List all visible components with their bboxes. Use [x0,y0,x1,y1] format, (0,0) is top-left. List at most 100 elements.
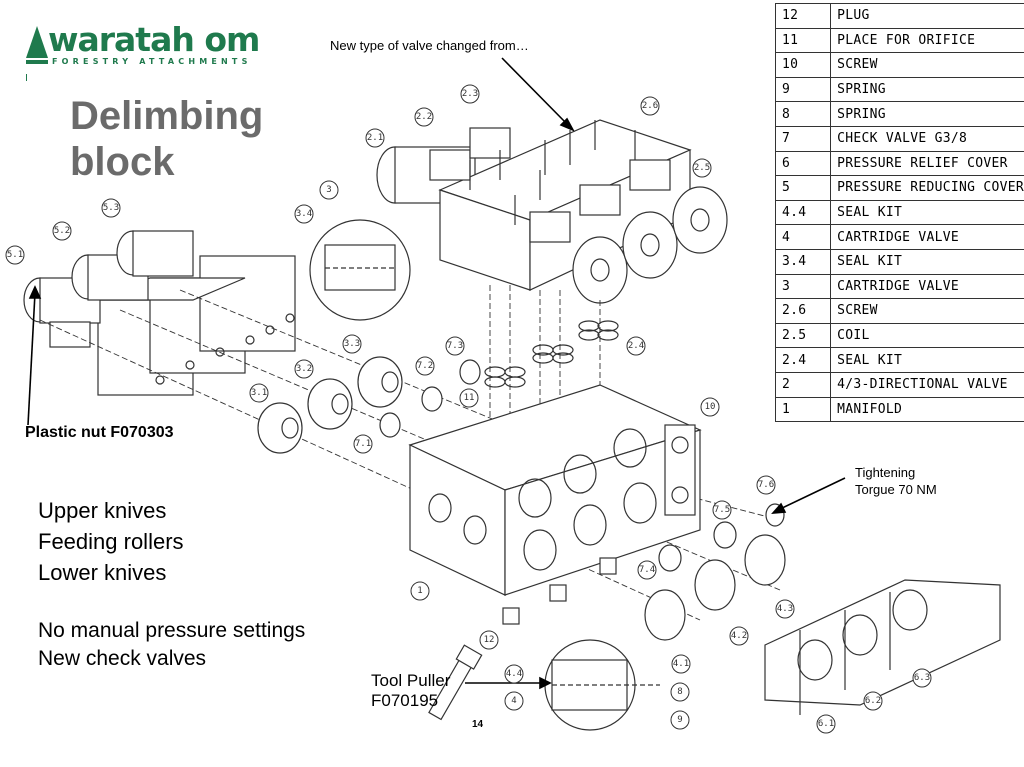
callout-12: 12 [479,630,499,650]
part-position: 2.6 [774,298,832,324]
plastic-nut-note: Plastic nut F070303 [25,424,174,441]
tool-puller-line-1: Tool Puller [371,671,451,690]
part-position: 9 [774,76,832,103]
svg-text:7.2: 7.2 [417,361,433,371]
part-position: 7 [774,125,832,152]
callout-4-2: 4.2 [729,626,749,646]
pressure-relief-covers [764,579,1001,715]
manifold-block [408,384,702,596]
tool-puller-line-2: F070195 [371,691,439,710]
company-logo: waratah om FORESTRY ATTACHMENTS [22,20,272,84]
new-valve-note: New type of valve changed from… [330,38,529,53]
tree-icon [26,26,48,58]
svg-text:4.1: 4.1 [673,659,689,669]
part-description: COIL [830,322,1024,349]
part-description: CHECK VALVE G3/8 [830,125,1024,152]
svg-text:2.2: 2.2 [416,112,432,122]
part-position: 2 [774,371,832,398]
svg-text:5.1: 5.1 [7,250,23,260]
callout-5-2: 5.2 [52,221,72,241]
part-description: SCREW [830,298,1024,324]
callout-7-2: 7.2 [415,356,435,376]
function-item: Lower knives [38,560,167,585]
callout-labels: 2.1 2.2 2.3 2.6 2.5 2.4 3 3.4 3.3 3.2 3.… [5,84,932,734]
svg-text:5.2: 5.2 [54,226,70,236]
part-position: 4.4 [774,199,832,226]
part-description: SCREW [830,52,1024,78]
svg-text:9: 9 [677,715,682,725]
callout-4-1: 4.1 [671,654,691,674]
svg-text:6.1: 6.1 [818,719,834,729]
svg-text:7.4: 7.4 [639,565,655,575]
callout-2-3: 2.3 [460,84,480,104]
svg-text:4.4: 4.4 [506,669,522,679]
part-position: 8 [774,101,832,127]
callout-7-4: 7.4 [637,560,657,580]
callout-3-1: 3.1 [249,383,269,403]
callout-7-6: 7.6 [756,475,776,495]
svg-text:3.3: 3.3 [344,339,360,349]
tightening-line-1: Tightening [855,465,916,480]
svg-text:2.6: 2.6 [642,101,658,111]
slide-title: Delimbing block [70,93,263,185]
pressure-reducing-valves [23,230,296,396]
callout-6-1: 6.1 [816,714,836,734]
callout-7-3: 7.3 [445,336,465,356]
callout-3: 3 [319,180,339,200]
logo-mark [26,74,27,81]
part-description: PRESSURE RELIEF COVER [830,150,1024,177]
part-description: CARTRIDGE VALVE [830,224,1024,250]
callout-10: 10 [700,397,720,417]
title-line-1: Delimbing [70,94,264,138]
svg-text:4: 4 [511,696,516,706]
svg-text:6.3: 6.3 [914,673,930,683]
svg-text:12: 12 [484,635,495,645]
callout-7-1: 7.1 [353,434,373,454]
tightening-line-2: Torgue 70 NM [855,482,937,497]
feature-item: New check valves [38,647,207,670]
part-position: 10 [774,52,832,78]
callout-3-3: 3.3 [342,334,362,354]
callout-4-3: 4.3 [775,599,795,619]
directional-valves [376,119,728,304]
callout-2-5: 2.5 [692,158,712,178]
tree-base-icon [26,60,48,64]
svg-text:2.3: 2.3 [462,89,478,99]
part-description: SEAL KIT [830,199,1024,226]
callout-2-4: 2.4 [626,336,646,356]
logo-tagline: FORESTRY ATTACHMENTS [52,57,252,66]
svg-text:8: 8 [677,687,682,697]
svg-text:4.3: 4.3 [777,604,793,614]
svg-text:11: 11 [464,393,475,403]
feature-list: No manual pressure settings New check va… [38,617,305,673]
part-position: 3 [774,273,832,300]
svg-text:7.1: 7.1 [355,439,371,449]
part-description: SEAL KIT [830,347,1024,373]
callout-4: 4 [504,691,524,711]
function-item: Upper knives [38,498,167,523]
svg-text:6.2: 6.2 [865,696,881,706]
callout-3-4: 3.4 [294,204,314,224]
function-item: Feeding rollers [38,529,184,554]
callout-8: 8 [670,682,690,702]
svg-text:5.3: 5.3 [103,203,119,213]
callout-4-4: 4.4 [504,664,524,684]
part-position: 1 [774,396,832,423]
part-description: SEAL KIT [830,248,1024,275]
svg-text:3: 3 [326,185,331,195]
callout-5-1: 5.1 [5,245,25,265]
svg-text:7.3: 7.3 [447,341,463,351]
part-position: 2.5 [774,322,832,349]
part-position: 2.4 [774,347,832,373]
part-position: 6 [774,150,832,177]
part-description: CARTRIDGE VALVE [830,273,1024,300]
